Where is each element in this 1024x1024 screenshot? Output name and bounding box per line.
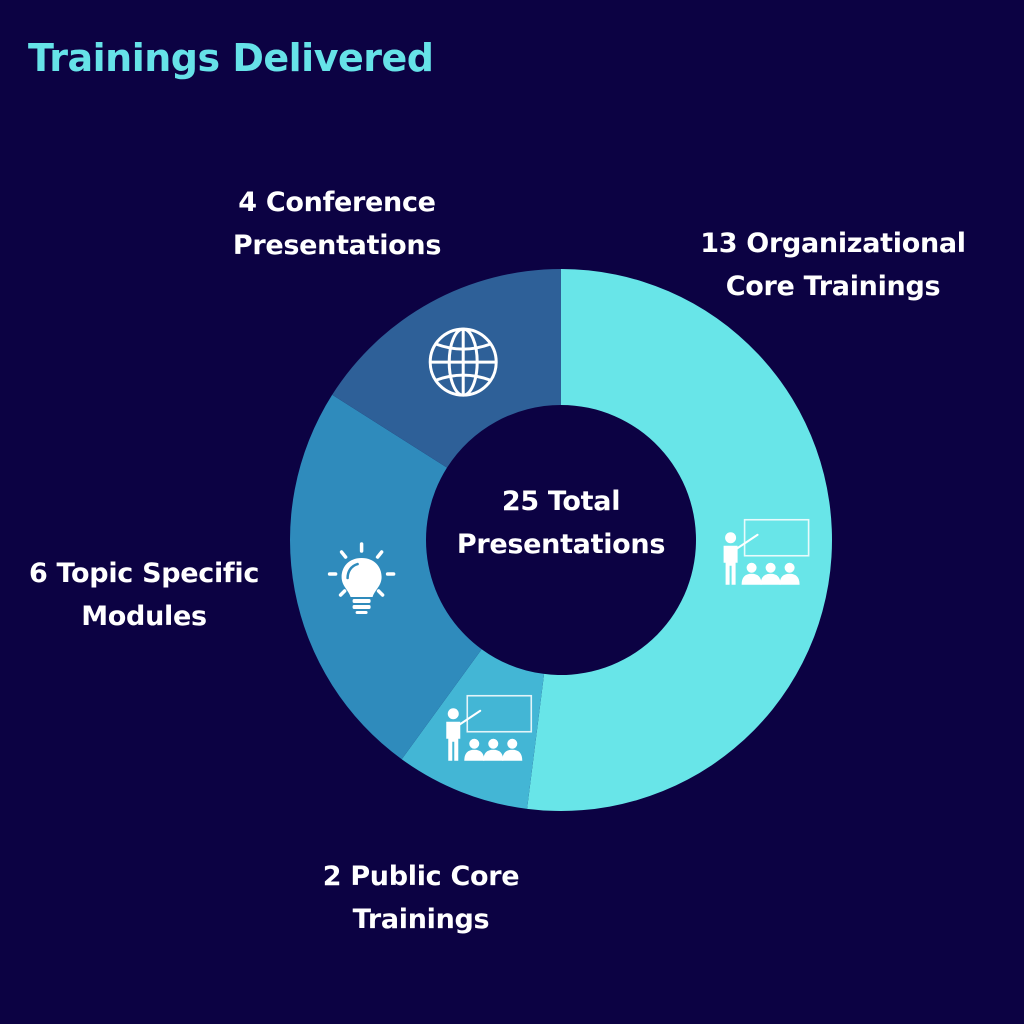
presentation-classroom-icon — [446, 694, 533, 761]
label-public-core: 2 Public Core Trainings — [292, 855, 550, 941]
label-line2: Core Trainings — [725, 271, 941, 302]
label-line1: 13 Organizational — [700, 228, 966, 259]
globe-icon — [428, 327, 498, 397]
donut-slice-public-core-trainings — [401, 649, 545, 809]
center-total-label: 25 Total Presentations — [431, 480, 691, 566]
donut-slice-organizational-core-trainings — [527, 269, 832, 811]
label-line1: 2 Public Core — [322, 861, 520, 892]
donut-slice-conference-presentations — [332, 269, 561, 468]
donut-slice-topic-specific-modules — [290, 394, 482, 760]
center-total-line2: Presentations — [456, 529, 666, 560]
label-conference: 4 Conference Presentations — [214, 181, 460, 267]
label-line2: Presentations — [232, 230, 442, 261]
chart-title: Trainings Delivered — [28, 36, 434, 80]
label-line1: 4 Conference — [238, 187, 436, 218]
label-topic-specific: 6 Topic Specific Modules — [8, 552, 280, 638]
label-organizational-core: 13 Organizational Core Trainings — [675, 222, 991, 308]
presentation-classroom-icon — [723, 518, 810, 585]
center-total-line1: 25 Total — [501, 486, 621, 517]
label-line2: Modules — [81, 601, 207, 632]
label-line1: 6 Topic Specific — [28, 558, 260, 589]
lightbulb-icon — [327, 542, 396, 615]
label-line2: Trainings — [352, 904, 490, 935]
